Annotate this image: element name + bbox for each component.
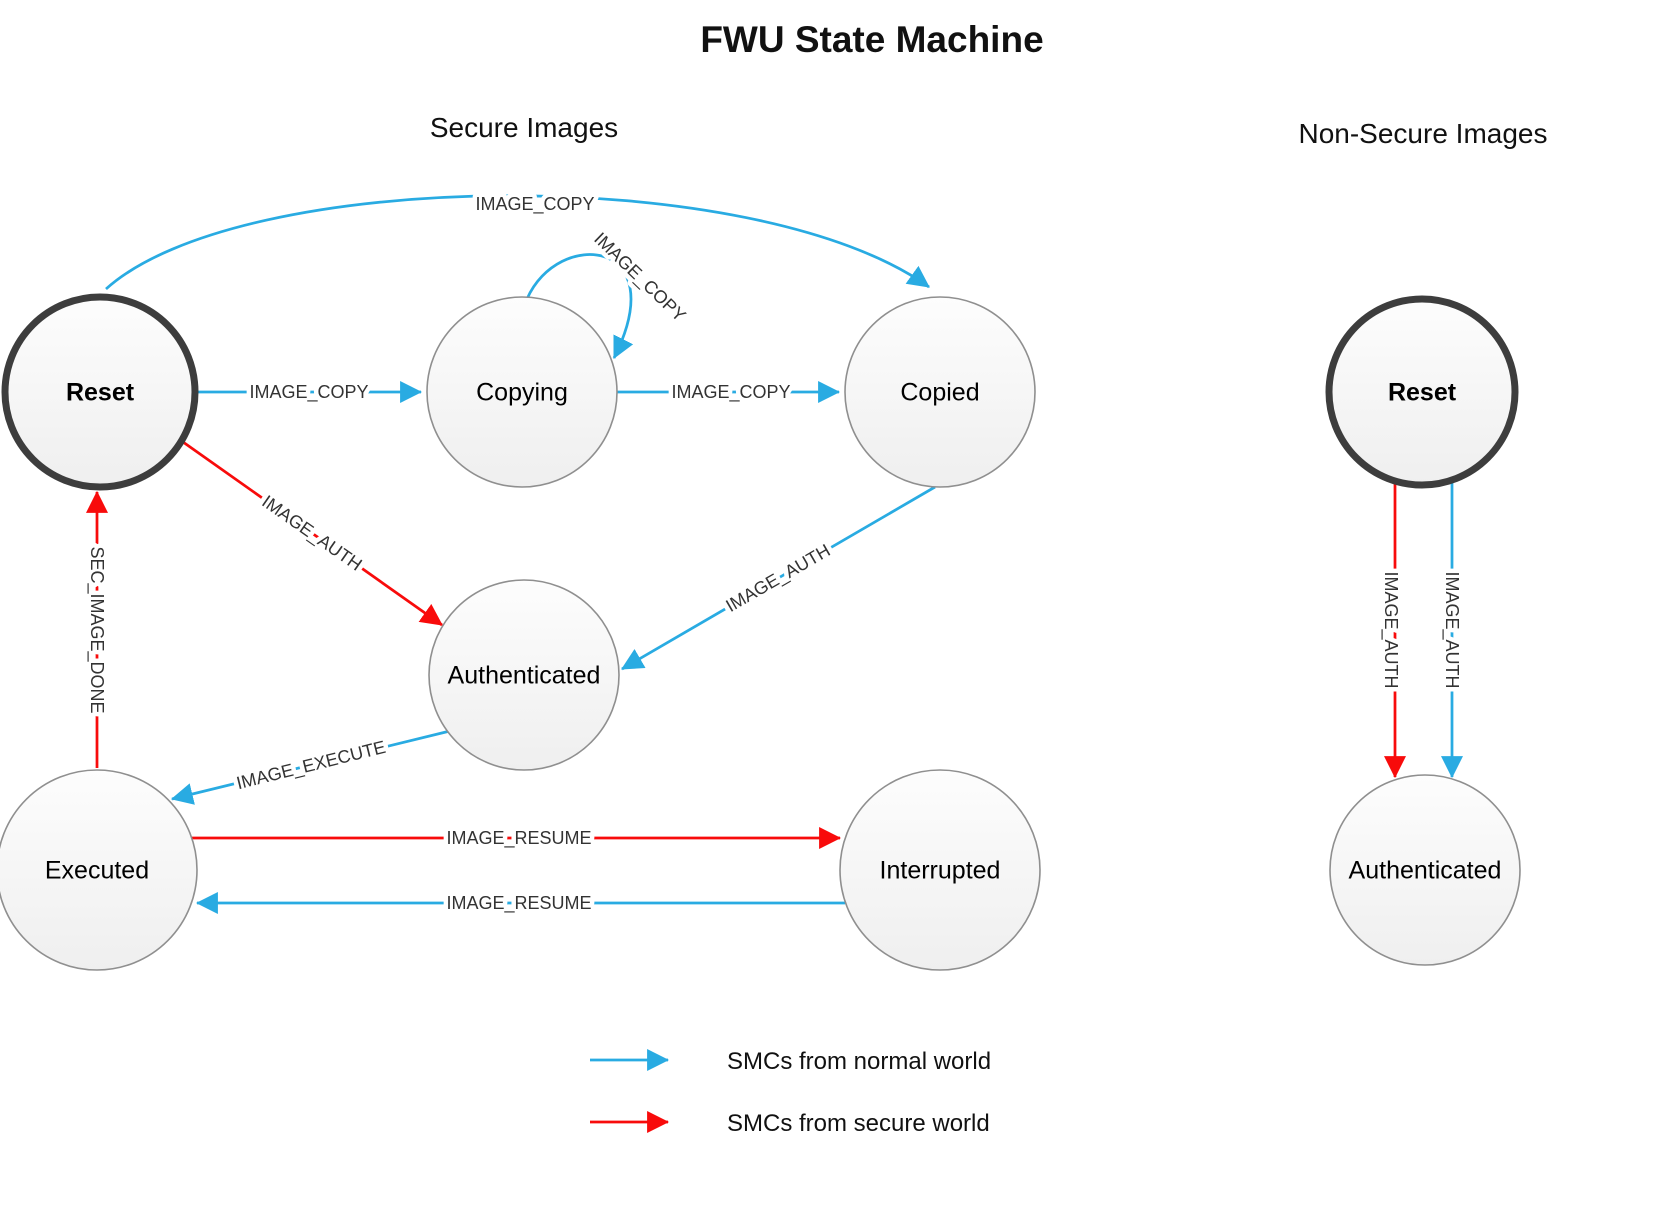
edge-label-authenticated-to-executed: IMAGE_EXECUTE (234, 737, 388, 794)
state-node-reset-nonsecure (1325, 295, 1519, 489)
legend-label-secure-world: SMCs from secure world (727, 1110, 990, 1137)
state-node-reset-secure (1, 293, 199, 491)
legend: SMCs from normal world SMCs from secure … (590, 1048, 991, 1137)
edge-copying-self-loop (525, 253, 634, 359)
state-node-copied (844, 296, 1036, 488)
edge-authenticated-to-executed (170, 729, 451, 805)
edge-label-reset-to-copied: IMAGE_COPY (475, 194, 594, 215)
edge-label-reset-to-copying: IMAGE_COPY (249, 382, 368, 403)
state-label-copied: Copied (900, 378, 979, 406)
state-label-authenticated-secure: Authenticated (448, 661, 601, 689)
edge-reset-to-authenticated (182, 440, 443, 627)
state-label-executed: Executed (45, 856, 149, 884)
state-node-copying (426, 296, 618, 488)
edge-copied-to-authenticated (621, 485, 936, 671)
section-secure-images: Secure Images (430, 112, 618, 143)
state-label-reset-secure: Reset (66, 378, 135, 406)
edge-label-executed-to-interrupted: IMAGE_RESUME (446, 828, 591, 849)
state-label-reset-nonsecure: Reset (1388, 378, 1457, 406)
edge-label-interrupted-to-executed: IMAGE_RESUME (446, 893, 591, 914)
edge-label-nonsecure-reset-to-authenticated-normal: IMAGE_AUTH (1441, 571, 1462, 688)
edge-label-executed-to-reset: SEC_IMAGE_DONE (86, 546, 107, 713)
edge-label-copied-to-authenticated: IMAGE_AUTH (722, 540, 834, 617)
section-non-secure-images: Non-Secure Images (1298, 118, 1547, 149)
nodes: Reset Copying Copied Authenticated Execu… (0, 293, 1521, 971)
edge-reset-to-copied (105, 194, 930, 291)
edge-label-copying-to-copied: IMAGE_COPY (671, 382, 790, 403)
state-node-interrupted (839, 769, 1041, 971)
state-node-authenticated-secure (428, 579, 620, 771)
edges (86, 194, 1463, 914)
state-node-executed (0, 769, 198, 971)
edge-label-reset-to-authenticated: IMAGE_AUTH (258, 491, 366, 575)
edge-label-nonsecure-reset-to-authenticated-secure: IMAGE_AUTH (1380, 571, 1401, 688)
state-label-interrupted: Interrupted (880, 856, 1001, 884)
state-node-authenticated-nonsecure (1329, 774, 1521, 966)
state-label-copying: Copying (476, 378, 568, 406)
legend-label-normal-world: SMCs from normal world (727, 1048, 991, 1075)
diagram-title: FWU State Machine (700, 19, 1043, 60)
edge-label-copying-self-loop: IMAGE_COPY (590, 228, 690, 326)
state-label-authenticated-nonsecure: Authenticated (1349, 856, 1502, 884)
edge-labels: IMAGE_COPY IMAGE_COPY IMAGE_COPY IMAGE_C… (82, 190, 1467, 919)
